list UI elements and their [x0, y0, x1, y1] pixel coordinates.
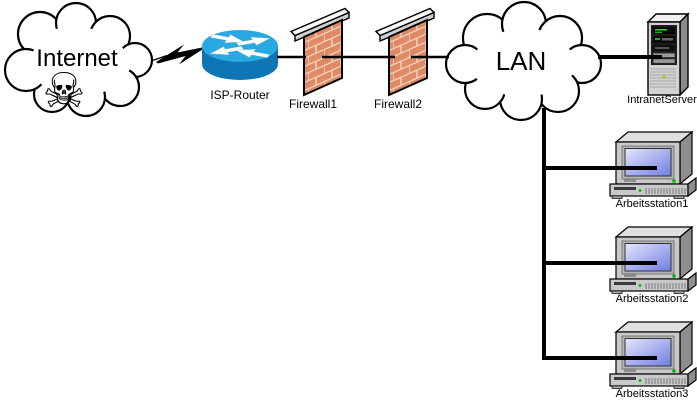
lan-bus	[542, 108, 657, 360]
node-internet-cloud[interactable]: Internet ☠	[3, 1, 154, 119]
node-workstation3[interactable]	[609, 321, 697, 390]
workstation2-label: Arbeitsstation2	[616, 293, 689, 305]
node-workstation2[interactable]	[609, 226, 697, 295]
internet-label: Internet	[36, 45, 118, 72]
node-firewall2[interactable]	[375, 7, 435, 96]
workstation1-label: Arbeitsstation1	[616, 198, 689, 210]
node-isp-router[interactable]	[202, 30, 278, 80]
skull-icon: ☠	[42, 63, 85, 119]
node-firewall1[interactable]	[290, 7, 350, 96]
firewall1-label: Firewall1	[289, 97, 337, 111]
node-workstation1[interactable]	[609, 131, 697, 200]
intranet-server-label: IntranetServer	[627, 94, 697, 106]
workstation3-label: Arbeitsstation3	[616, 388, 689, 400]
firewall2-label: Firewall2	[374, 97, 422, 111]
node-intranet-server[interactable]	[646, 12, 690, 97]
isp-router-label: ISP-Router	[210, 88, 269, 102]
lan-label: LAN	[496, 46, 547, 76]
node-lan-cloud[interactable]: LAN	[444, 0, 603, 122]
